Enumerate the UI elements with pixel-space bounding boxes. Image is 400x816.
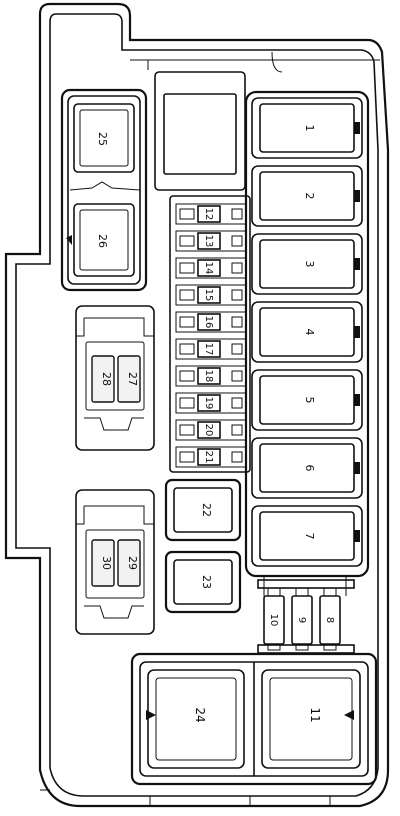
relay-23[interactable]: 23 bbox=[164, 550, 242, 614]
relay-22-label: 22 bbox=[200, 503, 213, 517]
large-relay-group: 24 11 bbox=[130, 652, 378, 786]
fuse-9-label: 9 bbox=[296, 617, 307, 623]
cartridge-housing-upper: 28 27 bbox=[75, 305, 155, 451]
cartridge-housing-lower: 30 29 bbox=[75, 489, 155, 635]
mini-fuse-20[interactable]: 20 bbox=[175, 419, 247, 441]
relay-4[interactable]: 4 bbox=[251, 301, 363, 363]
mini-fuse-column: 12 13 14 15 16 17 18 19 20 21 bbox=[169, 195, 251, 473]
cartridge-fuse-28[interactable]: 28 bbox=[91, 355, 115, 403]
fuse-10-label: 10 bbox=[268, 614, 279, 627]
relay-22[interactable]: 22 bbox=[164, 478, 242, 542]
mini-fuse-19-label: 19 bbox=[203, 397, 214, 410]
bottom-fuse-group: 10 9 8 bbox=[257, 576, 355, 654]
left-relay-group: 25 26 bbox=[60, 88, 148, 292]
relay-7-label: 7 bbox=[303, 533, 316, 540]
mini-fuse-20-label: 20 bbox=[203, 424, 214, 437]
relay-24[interactable]: 24 bbox=[146, 669, 245, 769]
relay-23-label: 23 bbox=[200, 575, 213, 589]
relay-25[interactable]: 25 bbox=[73, 103, 135, 173]
mini-fuse-21-label: 21 bbox=[203, 451, 214, 464]
fuse-9[interactable]: 9 bbox=[291, 587, 313, 651]
relay-11[interactable]: 11 bbox=[261, 669, 361, 769]
relay-1[interactable]: 1 bbox=[251, 97, 363, 159]
relay-3[interactable]: 3 bbox=[251, 233, 363, 295]
mini-fuse-15-label: 15 bbox=[203, 289, 214, 302]
relay-7[interactable]: 7 bbox=[251, 505, 363, 567]
mini-fuse-13-label: 13 bbox=[203, 235, 214, 248]
cartridge-fuse-30-label: 30 bbox=[100, 556, 113, 570]
relay-1-label: 1 bbox=[303, 125, 316, 132]
relay-26[interactable]: 26 bbox=[73, 203, 135, 277]
relay-2[interactable]: 2 bbox=[251, 165, 363, 227]
cartridge-fuse-28-label: 28 bbox=[100, 372, 113, 386]
cartridge-fuse-27-label: 27 bbox=[126, 372, 139, 386]
relay-2-label: 2 bbox=[303, 193, 316, 200]
relay-6[interactable]: 6 bbox=[251, 437, 363, 499]
cartridge-fuse-29[interactable]: 29 bbox=[117, 539, 141, 587]
relay-11-label: 11 bbox=[308, 707, 322, 722]
mini-fuse-12-label: 12 bbox=[203, 208, 214, 221]
cartridge-fuse-30[interactable]: 30 bbox=[91, 539, 115, 587]
relay-25-label: 25 bbox=[96, 132, 109, 146]
mini-fuse-12[interactable]: 12 bbox=[175, 203, 247, 225]
fuse-8-label: 8 bbox=[324, 617, 335, 623]
mini-fuse-17-label: 17 bbox=[203, 343, 214, 356]
mini-fuse-15[interactable]: 15 bbox=[175, 284, 247, 306]
relay-5[interactable]: 5 bbox=[251, 369, 363, 431]
fuse-10[interactable]: 10 bbox=[263, 587, 285, 651]
mini-fuse-17[interactable]: 17 bbox=[175, 338, 247, 360]
relay-26-label: 26 bbox=[96, 234, 109, 248]
mini-fuse-16-label: 16 bbox=[203, 316, 214, 329]
housing bbox=[4, 2, 390, 808]
relay-4-label: 4 bbox=[303, 329, 316, 336]
relay-column: 1 2 3 4 5 6 7 bbox=[244, 90, 370, 578]
empty-cavity bbox=[154, 71, 246, 191]
mini-fuse-16[interactable]: 16 bbox=[175, 311, 247, 333]
cartridge-fuse-29-label: 29 bbox=[126, 556, 139, 570]
relay-5-label: 5 bbox=[303, 397, 316, 404]
mini-fuse-18[interactable]: 18 bbox=[175, 365, 247, 387]
mini-fuse-19[interactable]: 19 bbox=[175, 392, 247, 414]
mini-fuse-13[interactable]: 13 bbox=[175, 230, 247, 252]
relay-6-label: 6 bbox=[303, 465, 316, 472]
mini-fuse-18-label: 18 bbox=[203, 370, 214, 383]
fuse-8[interactable]: 8 bbox=[319, 587, 341, 651]
mini-fuse-14-label: 14 bbox=[203, 262, 214, 275]
relay-24-label: 24 bbox=[193, 707, 207, 722]
cartridge-fuse-27[interactable]: 27 bbox=[117, 355, 141, 403]
relay-3-label: 3 bbox=[303, 261, 316, 268]
mini-fuse-14[interactable]: 14 bbox=[175, 257, 247, 279]
mini-fuse-21[interactable]: 21 bbox=[175, 446, 247, 468]
